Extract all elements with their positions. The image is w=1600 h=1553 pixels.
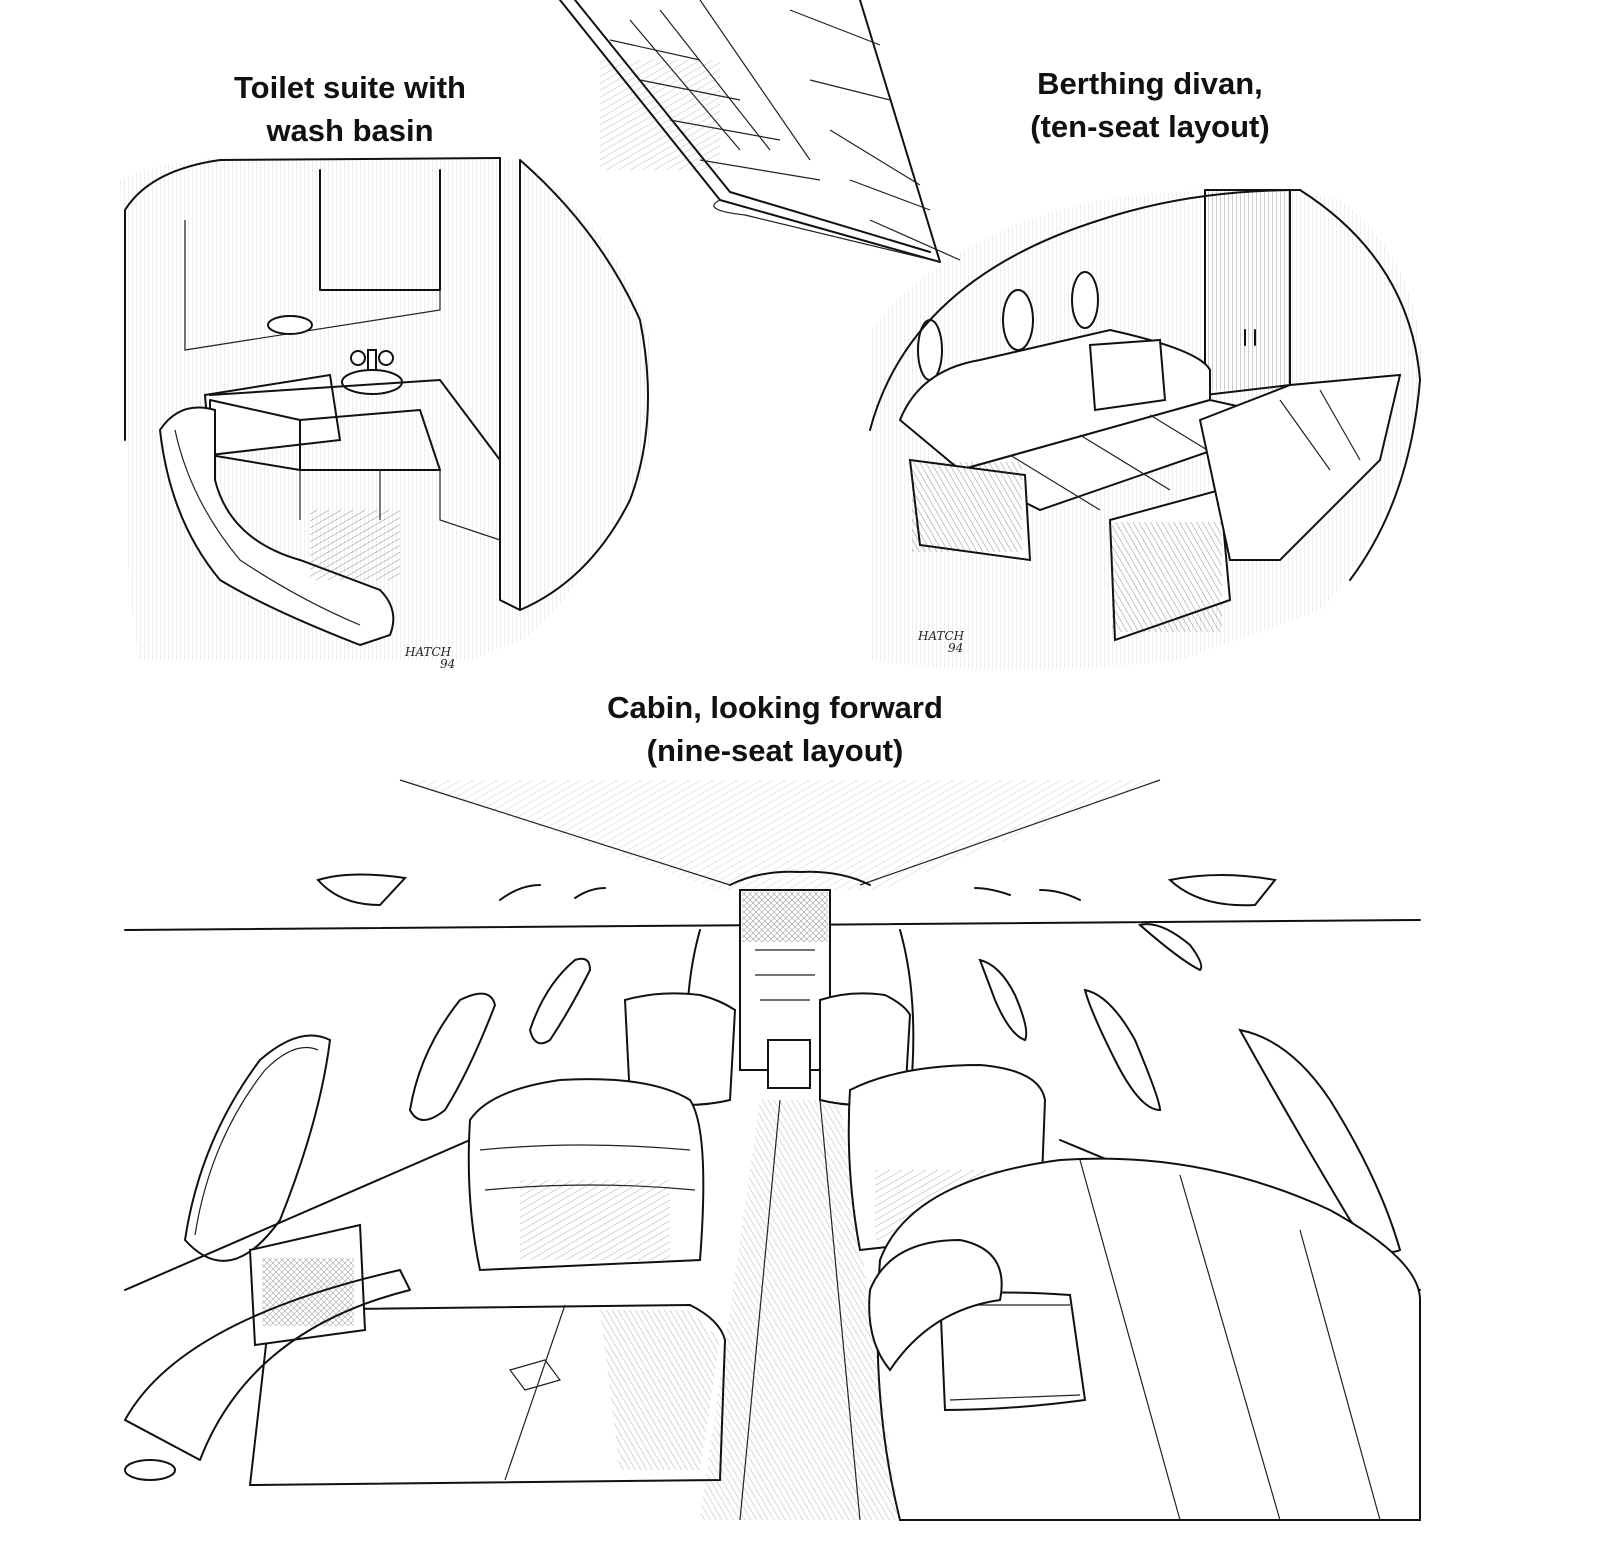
caption-divan-line-1: Berthing divan, (1037, 66, 1263, 101)
caption-berthing-divan: Berthing divan, (ten-seat layout) (1012, 62, 1288, 148)
svg-text:94: 94 (948, 641, 963, 655)
cabin-interior-illustration (124, 779, 1421, 1521)
airstair-illustration (559, 0, 961, 263)
svg-text:HATCH: HATCH (404, 645, 452, 659)
caption-cabin-line-1: Cabin, looking forward (607, 690, 943, 725)
svg-text:94: 94 (440, 657, 455, 671)
berthing-divan-illustration: HATCH 94 (869, 189, 1421, 670)
caption-toilet-suite: Toilet suite with wash basin (215, 66, 485, 152)
svg-text:HATCH: HATCH (917, 629, 965, 643)
divan-artist-signature: HATCH 94 (917, 629, 965, 655)
caption-divan-line-2: (ten-seat layout) (1030, 109, 1270, 144)
caption-cabin-line-2: (nine-seat layout) (646, 733, 904, 768)
toilet-artist-signature: HATCH 94 (404, 645, 455, 671)
caption-toilet-line-1: Toilet suite with (234, 70, 466, 105)
caption-cabin-forward: Cabin, looking forward (nine-seat layout… (585, 686, 965, 772)
toilet-suite-illustration: HATCH 94 (120, 157, 652, 671)
caption-toilet-line-2: wash basin (266, 113, 434, 148)
